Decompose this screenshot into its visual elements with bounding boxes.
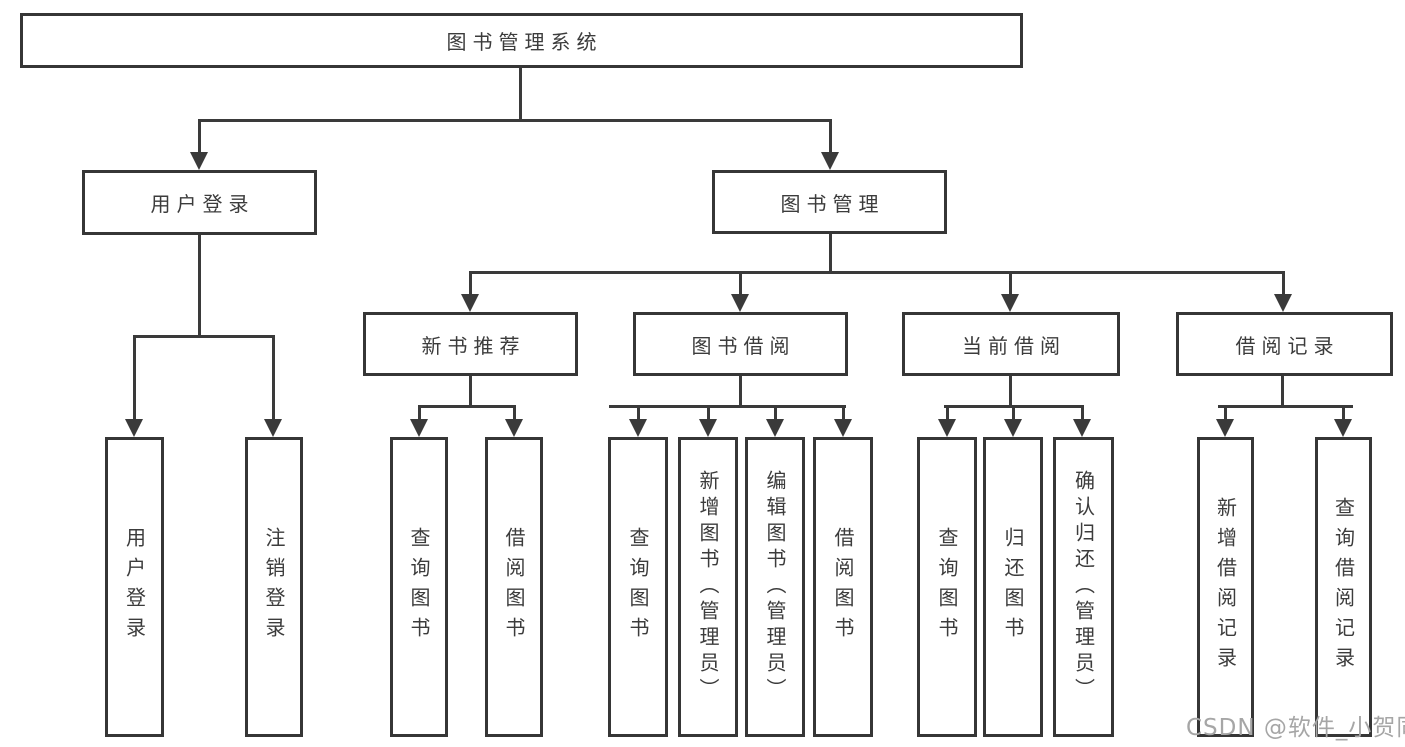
connector-line — [637, 405, 640, 423]
leaf-cur-confirm-return-admin: 确认归还（管理员） — [1053, 437, 1114, 737]
connector-line — [1342, 405, 1345, 423]
connector-line — [198, 119, 832, 122]
leaf-bor-add-book-admin: 新增图书（管理员） — [678, 437, 738, 737]
connector-line — [774, 405, 777, 423]
leaf-bor-edit-book-admin: 编辑图书（管理员） — [745, 437, 805, 737]
arrowhead-down-icon — [190, 152, 208, 170]
connector-line — [707, 405, 710, 423]
connector-line — [272, 335, 275, 423]
arrowhead-down-icon — [264, 419, 282, 437]
connector-line — [1081, 405, 1084, 423]
connector-line — [1218, 405, 1353, 408]
leaf-user-login: 用户登录 — [105, 437, 164, 737]
connector-line — [513, 405, 516, 423]
arrowhead-down-icon — [505, 419, 523, 437]
connector-line — [739, 271, 742, 298]
arrowhead-down-icon — [1073, 419, 1091, 437]
connector-line — [469, 271, 472, 298]
leaf-bor-borrow-book: 借阅图书 — [813, 437, 873, 737]
node-new-book-recommendation: 新书推荐 — [363, 312, 578, 376]
connector-line — [1282, 271, 1285, 298]
arrowhead-down-icon — [410, 419, 428, 437]
connector-line — [829, 119, 832, 155]
arrowhead-down-icon — [461, 294, 479, 312]
connector-line — [609, 405, 846, 408]
connector-line — [842, 405, 845, 423]
leaf-logout: 注销登录 — [245, 437, 303, 737]
node-current-borrowing: 当前借阅 — [902, 312, 1120, 376]
arrowhead-down-icon — [1001, 294, 1019, 312]
csdn-watermark: CSDN @软件_小贺同学 — [1186, 715, 1405, 741]
leaf-bor-query-book: 查询图书 — [608, 437, 668, 737]
leaf-query-borrow-record: 查询借阅记录 — [1315, 437, 1372, 737]
connector-line — [739, 375, 742, 407]
arrowhead-down-icon — [834, 419, 852, 437]
arrowhead-down-icon — [731, 294, 749, 312]
arrowhead-down-icon — [1216, 419, 1234, 437]
connector-line — [133, 335, 136, 423]
node-book-management: 图书管理 — [712, 170, 947, 234]
arrowhead-down-icon — [699, 419, 717, 437]
connector-line — [133, 335, 275, 338]
connector-line — [946, 405, 949, 423]
arrowhead-down-icon — [629, 419, 647, 437]
arrowhead-down-icon — [1274, 294, 1292, 312]
leaf-add-borrow-record: 新增借阅记录 — [1197, 437, 1254, 737]
node-user-login: 用户登录 — [82, 170, 317, 235]
connector-line — [469, 375, 472, 407]
connector-line — [1224, 405, 1227, 423]
connector-line — [469, 271, 1285, 274]
connector-line — [418, 405, 421, 423]
connector-line — [198, 235, 201, 337]
node-book-borrowing: 图书借阅 — [633, 312, 848, 376]
node-library-management-system: 图书管理系统 — [20, 13, 1023, 68]
leaf-cur-return-book: 归还图书 — [983, 437, 1043, 737]
connector-line — [1281, 375, 1284, 407]
arrowhead-down-icon — [821, 152, 839, 170]
connector-line — [1012, 405, 1015, 423]
node-borrowing-records: 借阅记录 — [1176, 312, 1393, 376]
arrowhead-down-icon — [125, 419, 143, 437]
arrowhead-down-icon — [1334, 419, 1352, 437]
leaf-rec-query-book: 查询图书 — [390, 437, 448, 737]
connector-line — [418, 405, 516, 408]
connector-line — [1009, 375, 1012, 407]
connector-line — [519, 68, 522, 122]
arrowhead-down-icon — [938, 419, 956, 437]
arrowhead-down-icon — [1004, 419, 1022, 437]
connector-line — [1009, 271, 1012, 298]
leaf-rec-borrow-book: 借阅图书 — [485, 437, 543, 737]
connector-line — [829, 233, 832, 273]
leaf-cur-query-book: 查询图书 — [917, 437, 977, 737]
arrowhead-down-icon — [766, 419, 784, 437]
connector-line — [198, 119, 201, 155]
